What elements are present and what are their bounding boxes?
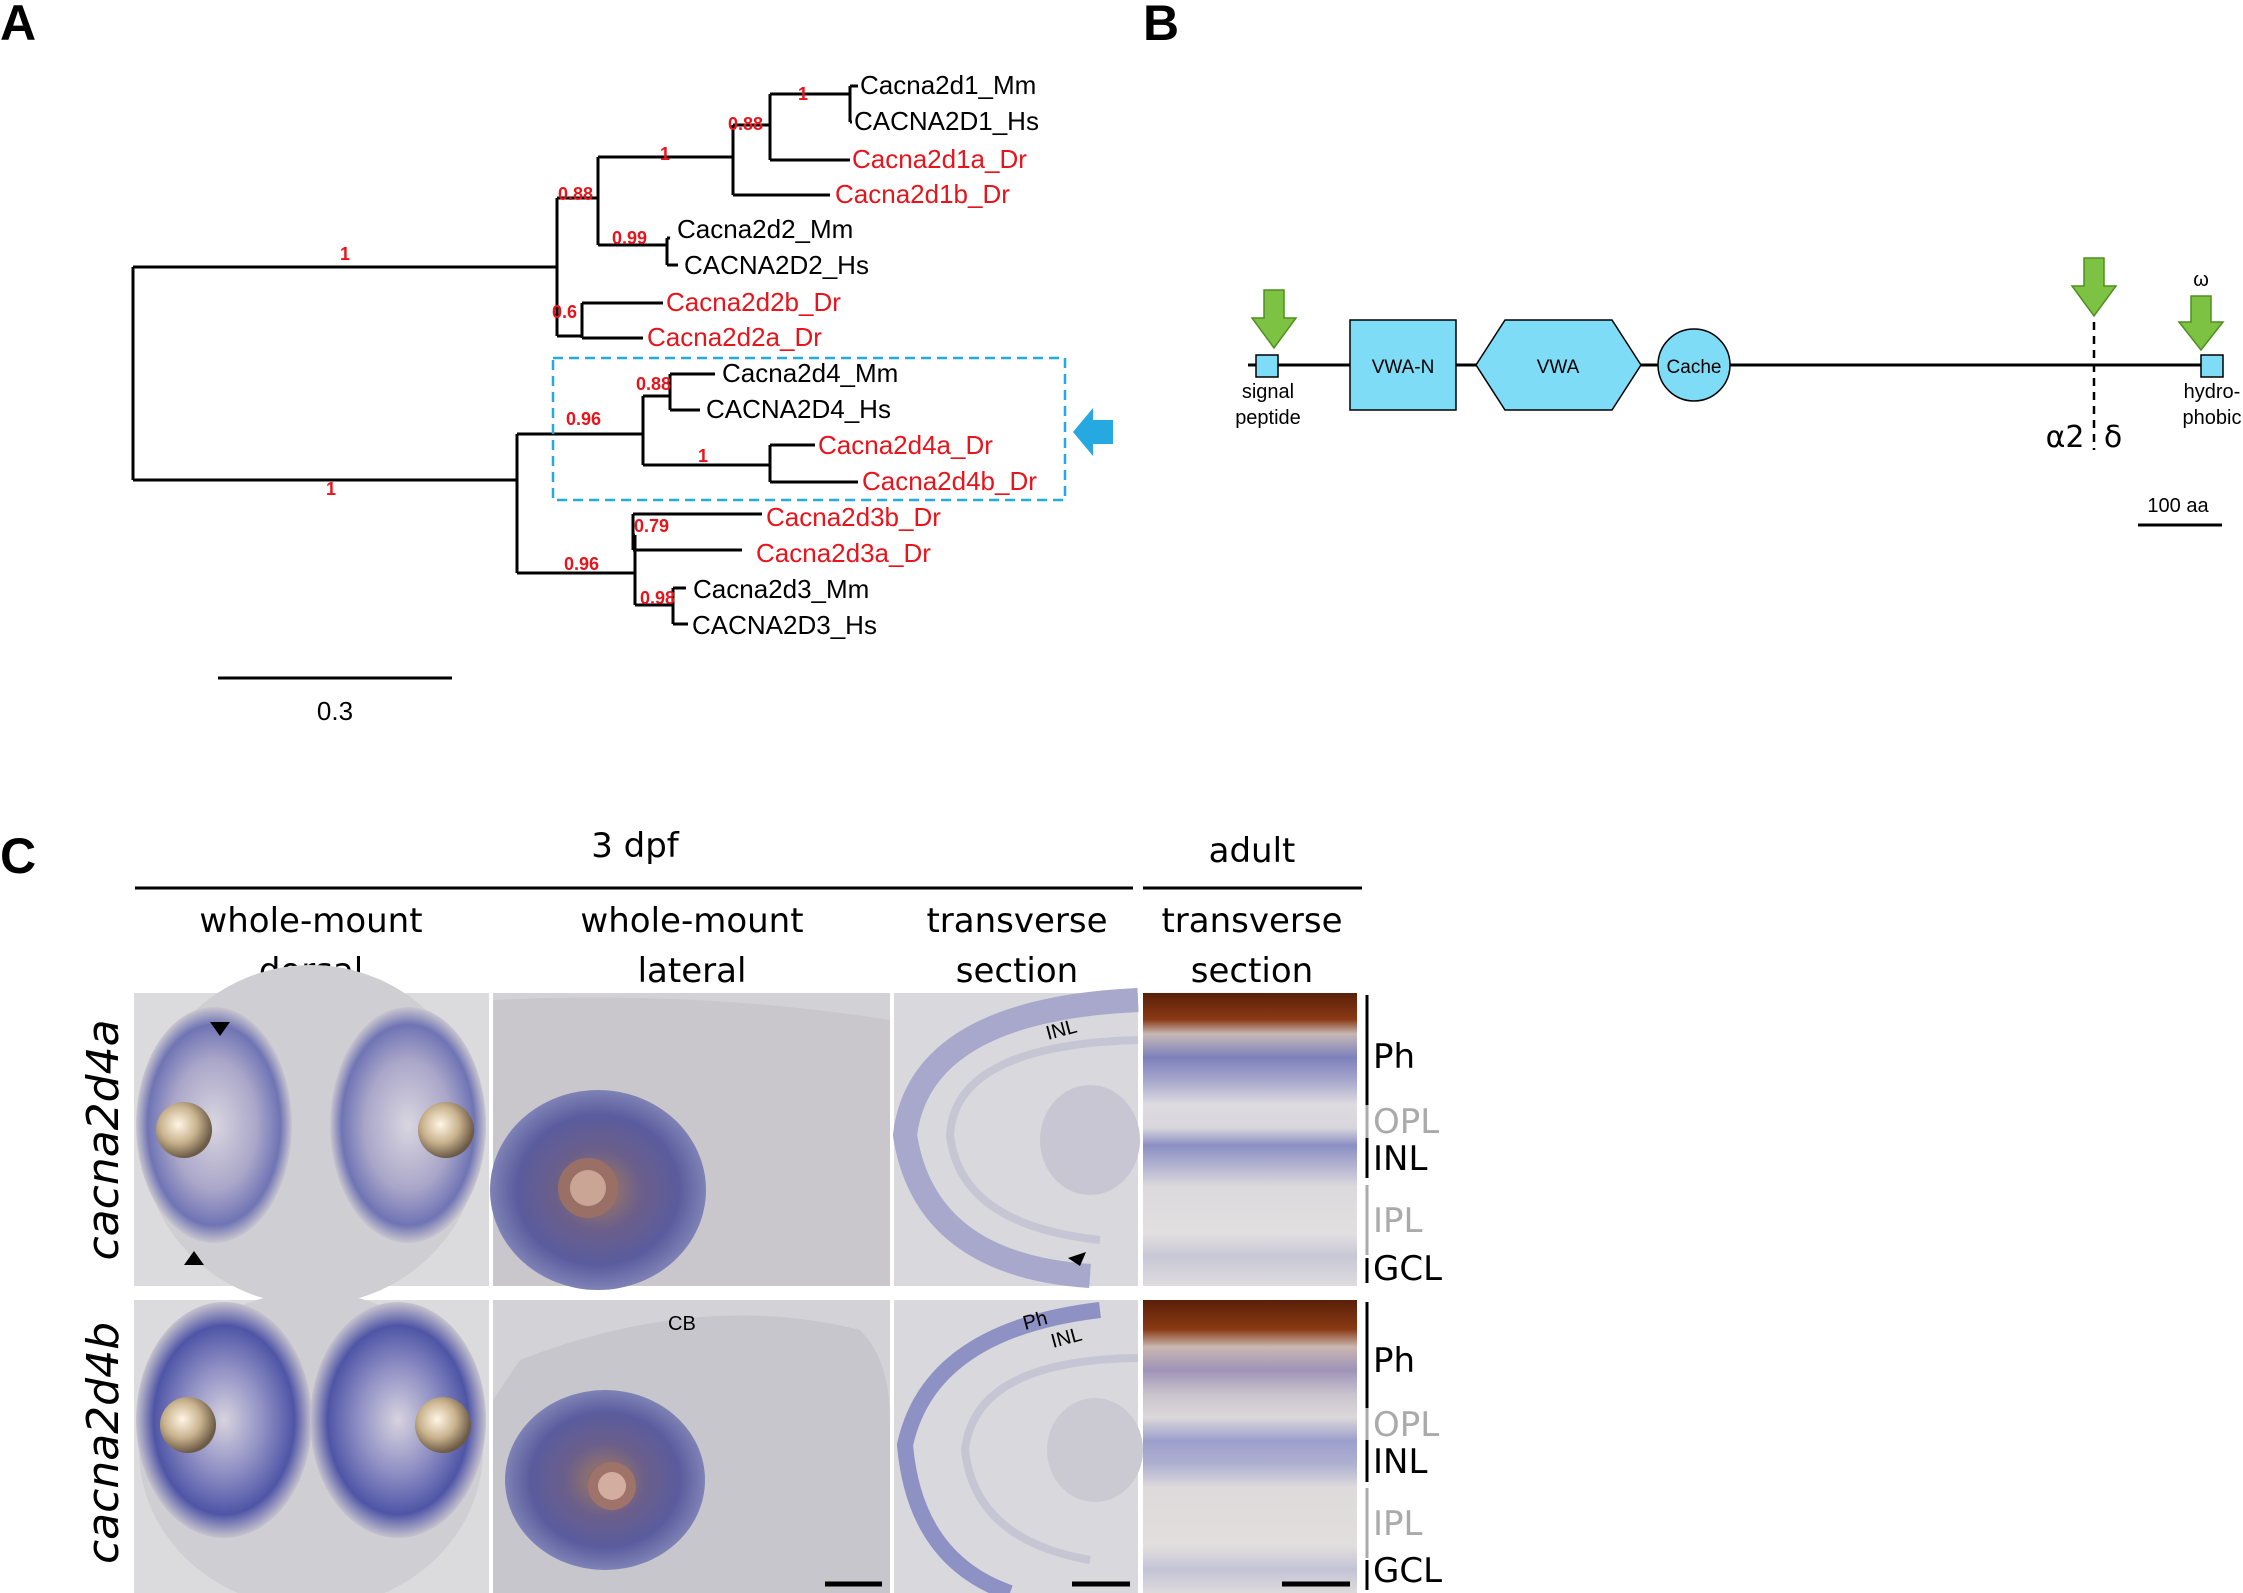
- column-header: transverse: [926, 901, 1107, 941]
- signal-label: peptide: [1235, 407, 1301, 429]
- phylogenetic-tree: [131, 84, 858, 626]
- signal-label: signal: [1242, 381, 1294, 403]
- support-value: 1: [660, 144, 670, 164]
- support-value: 0.79: [634, 516, 669, 536]
- taxon-label: CACNA2D1_Hs: [854, 106, 1039, 136]
- layer-label: INL: [1373, 1442, 1427, 1482]
- layer-label: Ph: [1373, 1341, 1415, 1381]
- taxon-label: Cacna2d3_Mm: [693, 574, 869, 604]
- support-value: 0.96: [564, 554, 599, 574]
- highlight-arrow-icon: [1073, 408, 1113, 456]
- taxon-labels: Cacna2d1_Mm CACNA2D1_Hs Cacna2d1a_Dr Cac…: [647, 70, 1039, 640]
- layer-label: OPL: [1373, 1102, 1439, 1142]
- taxon-label: Cacna2d1b_Dr: [835, 179, 1010, 209]
- support-value: 0.98: [640, 588, 675, 608]
- support-value: 0.88: [636, 374, 671, 394]
- layer-label: OPL: [1373, 1405, 1439, 1445]
- cache-domain: [1657, 328, 1731, 402]
- age-label-3dpf: 3 dpf: [591, 826, 680, 866]
- delta-label: δ: [2104, 420, 2122, 455]
- taxon-label: CACNA2D2_Hs: [684, 250, 869, 280]
- support-value: 0.96: [566, 409, 601, 429]
- taxon-label: Cacna2d2a_Dr: [647, 322, 822, 352]
- taxon-label: Cacna2d2_Mm: [677, 214, 853, 244]
- support-value: 1: [798, 84, 808, 104]
- layer-label: GCL: [1373, 1551, 1442, 1591]
- age-label-adult: adult: [1209, 831, 1296, 871]
- layer-annotations-b: Ph OPL INL IPL GCL: [1365, 1302, 1442, 1591]
- cleavage-arrow-icon: [1250, 289, 1298, 350]
- taxon-label: Cacna2d4_Mm: [722, 358, 898, 388]
- gpi-arrow-icon: [2177, 295, 2225, 352]
- image-section-b: Ph INL: [894, 1300, 1143, 1593]
- support-value: 1: [326, 479, 336, 499]
- column-header: whole-mount: [199, 901, 422, 941]
- layer-annotations-a: Ph OPL INL IPL GCL: [1365, 995, 1442, 1289]
- taxon-label: Cacna2d1a_Dr: [852, 144, 1027, 174]
- omega-label: ω: [2193, 269, 2209, 291]
- arrowhead-icon: [184, 1251, 204, 1265]
- column-header: section: [1191, 951, 1313, 991]
- column-header: transverse: [1161, 901, 1342, 941]
- signal-peptide-box: [1255, 354, 1279, 378]
- vwa-n-label: VWA-N: [1372, 357, 1435, 378]
- support-value: 0.88: [558, 184, 593, 204]
- layer-label: IPL: [1373, 1504, 1423, 1544]
- tree-scale-label: 0.3: [317, 696, 353, 726]
- taxon-label: Cacna2d2b_Dr: [666, 287, 841, 317]
- column-header: whole-mount: [580, 901, 803, 941]
- column-header: section: [956, 951, 1078, 991]
- taxon-label: Cacna2d3a_Dr: [756, 538, 931, 568]
- hydrophobic-label: phobic: [2183, 407, 2242, 429]
- domain-diagram: VWA-N VWA Cache signal peptide hydro- ph…: [1235, 257, 2242, 527]
- hydrophobic-box: [2200, 354, 2224, 378]
- image-lateral-a: [490, 993, 890, 1290]
- arrowhead-icon: [210, 1022, 230, 1036]
- layer-label: GCL: [1373, 1249, 1442, 1289]
- hydrophobic-label: hydro-: [2184, 381, 2241, 403]
- cb-label: CB: [668, 1313, 696, 1335]
- taxon-label: CACNA2D3_Hs: [692, 610, 877, 640]
- layer-label: INL: [1373, 1139, 1427, 1179]
- vwa-domain: [1475, 319, 1642, 411]
- image-retina-b: [1143, 1300, 1357, 1593]
- support-value: 0.99: [612, 228, 647, 248]
- image-lateral-b: CB: [493, 1300, 890, 1593]
- alpha2-label: α2: [2046, 420, 2085, 455]
- layer-label: IPL: [1373, 1201, 1423, 1241]
- support-values: 1 0.88 1 0.88 0.99 0.6 1 0.88 0.96 1 1 0…: [326, 84, 808, 608]
- taxon-label: Cacna2d1_Mm: [860, 70, 1036, 100]
- panel-c-headers: 3 dpf adult whole-mount dorsal whole-mou…: [135, 826, 1362, 991]
- cleavage-arrow-icon: [2070, 257, 2118, 318]
- image-dorsal-b: [134, 1292, 489, 1593]
- vwa-n-domain: [1349, 319, 1457, 411]
- domain-scale-label: 100 aa: [2147, 495, 2209, 517]
- panel-b-letter: B: [1143, 0, 1179, 51]
- image-section-a: INL: [892, 988, 1140, 1288]
- image-retina-a: [1143, 993, 1357, 1286]
- gene-label-cacna2d4a: cacna2d4a: [78, 1019, 129, 1260]
- cache-label: Cache: [1667, 357, 1722, 378]
- taxon-label: Cacna2d4b_Dr: [862, 466, 1037, 496]
- arrowhead-icon: [1068, 1252, 1086, 1266]
- image-dorsal-a: [134, 965, 489, 1305]
- taxon-label: Cacna2d4a_Dr: [818, 430, 993, 460]
- support-value: 1: [698, 446, 708, 466]
- highlight-box: [551, 356, 1067, 502]
- panel-a-letter: A: [0, 0, 36, 51]
- vwa-label: VWA: [1537, 357, 1580, 378]
- panel-c-letter: C: [0, 828, 36, 884]
- support-value: 0.6: [552, 302, 577, 322]
- gene-label-cacna2d4b: cacna2d4b: [78, 1322, 129, 1564]
- column-header: lateral: [638, 951, 747, 991]
- support-value: 1: [340, 244, 350, 264]
- taxon-label: Cacna2d3b_Dr: [766, 502, 941, 532]
- taxon-label: CACNA2D4_Hs: [706, 394, 891, 424]
- layer-label: Ph: [1373, 1037, 1415, 1077]
- support-value: 0.88: [728, 114, 763, 134]
